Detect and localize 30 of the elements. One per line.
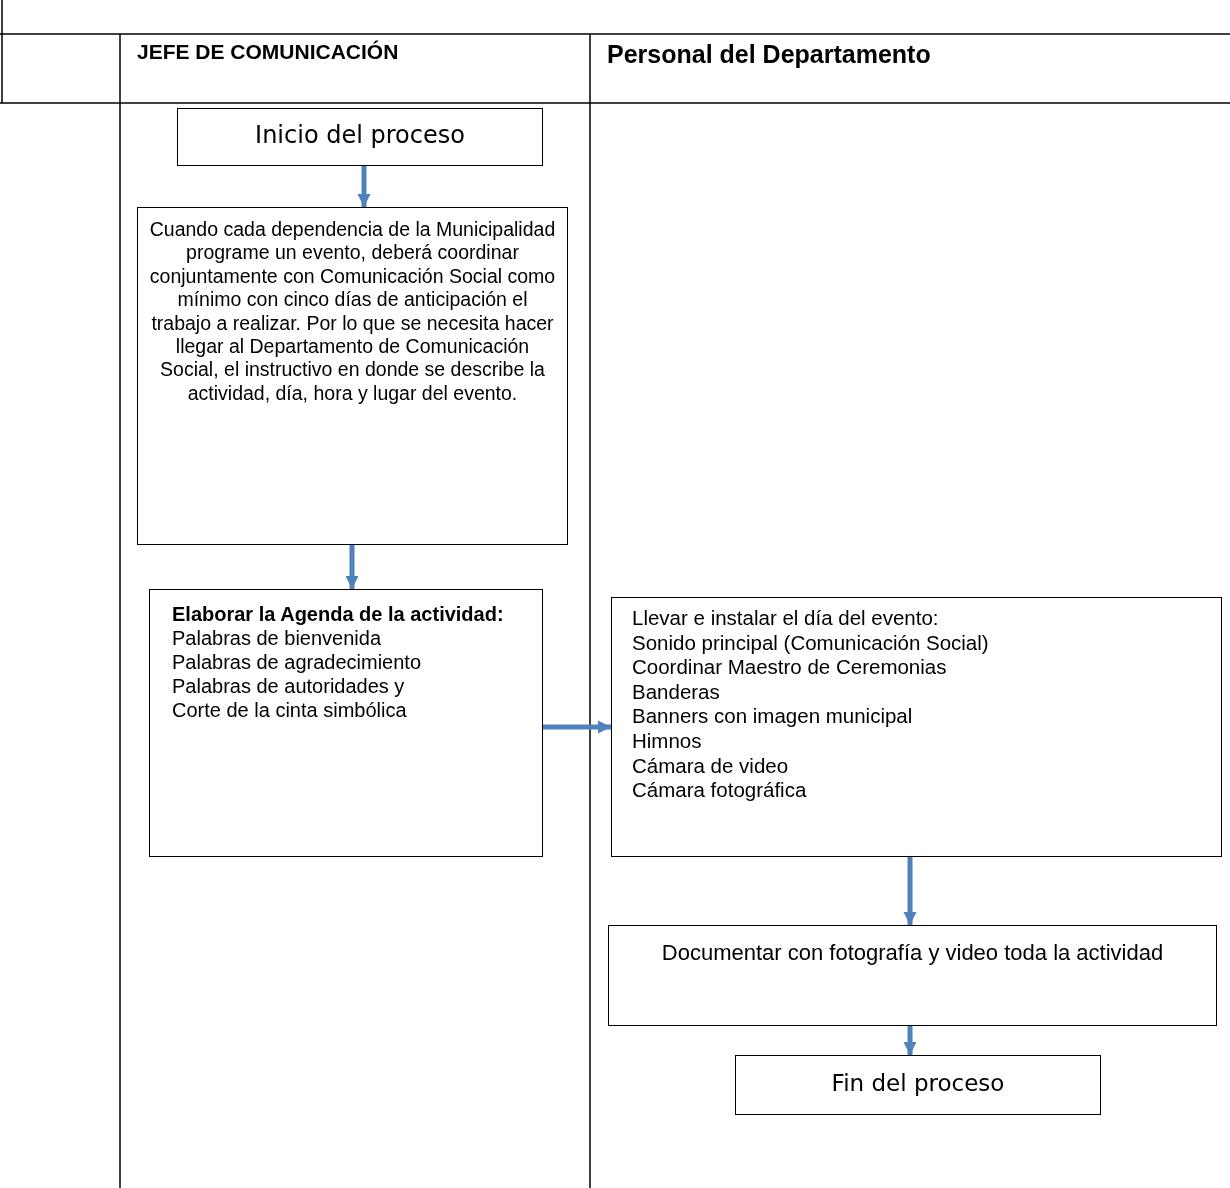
step-heading: Elaborar la Agenda de la actividad: [172,602,505,626]
end-box [735,1055,1101,1115]
process-box [608,925,1217,1026]
column-header: Personal del Departamento [607,40,931,69]
list-item: Cámara fotográfica [632,778,808,803]
list-item: Himnos [632,728,703,754]
start-box [177,108,543,166]
step-text: Documentar con fotografía y video toda la actividad [660,940,1165,967]
step-text: Fin del proceso [830,1070,1006,1098]
list-item: Palabras de autoridades y [172,674,406,698]
arrow [543,720,611,734]
list-item: Banderas [632,679,721,705]
column-header: JEFE DE COMUNICACIÓN [137,40,399,64]
arrow [903,857,917,925]
arrow [345,545,359,589]
step-text: Cuando cada dependencia de la Municipalidad programe un evento, deberá coordinar conjuntamente con Comunicación Social como mínimo con cinco días de anticipación el trabajo a realizar. Por lo que se necesita hacer llegar al Departamento de Comunicación Social, el instructivo en donde se describe la actividad, día, hora y lugar del evento. [148,218,557,406]
list-item: Sonido principal (Comunicación Social) [632,630,990,656]
process-box [149,589,543,857]
arrow [903,1026,917,1055]
arrow [357,166,371,207]
list-item: Cámara de video [632,753,790,779]
step-text: Inicio del proceso [254,121,466,150]
list-item: Palabras de agradecimiento [172,650,423,674]
list-item: Banners con imagen municipal [632,704,914,729]
list-item: Corte de la cinta simbólica [172,698,408,722]
process-box [137,207,568,545]
list-item: Coordinar Maestro de Ceremonias [632,655,948,680]
step-heading: Llevar e instalar el día del evento: [632,606,940,631]
list-item: Palabras de bienvenida [172,626,383,650]
process-box [611,597,1222,857]
